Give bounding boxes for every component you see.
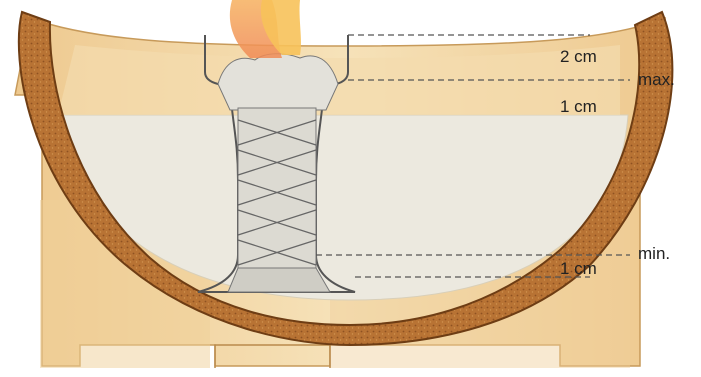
wick-top <box>218 54 338 110</box>
label-gap-top: 2 cm <box>560 48 597 65</box>
label-depth-upper: 1 cm <box>560 98 597 115</box>
label-max: max. <box>638 71 675 88</box>
wick-bottom <box>228 268 330 292</box>
label-min: min. <box>638 245 670 262</box>
label-depth-lower: 1 cm <box>560 260 597 277</box>
wick-body <box>238 108 316 283</box>
